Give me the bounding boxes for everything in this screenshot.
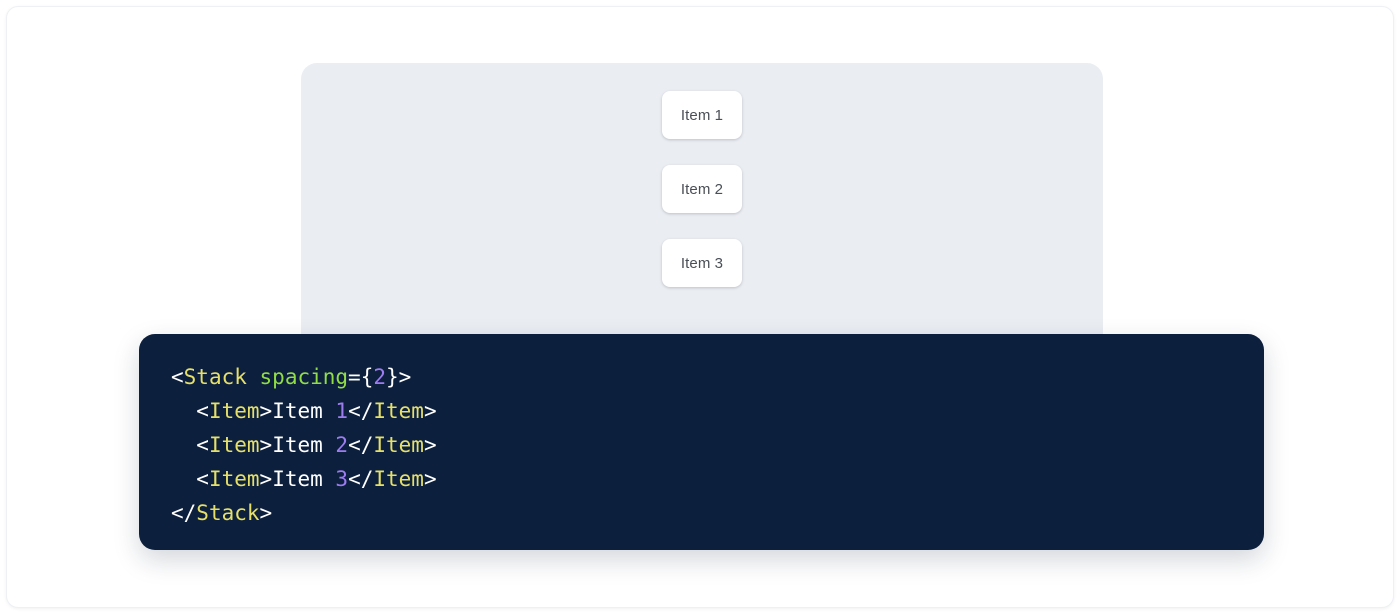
code-token-punct: > bbox=[423, 467, 437, 491]
code-token-punct: }> bbox=[386, 365, 412, 389]
code-token-tag: Stack bbox=[196, 501, 260, 525]
code-token-tag: Item bbox=[208, 433, 260, 457]
code-token-punct: </ bbox=[348, 433, 374, 457]
code-token-text: Item bbox=[272, 467, 336, 491]
code-token-tag: Item bbox=[208, 467, 260, 491]
component-preview-stage: Item 1 Item 2 Item 3 bbox=[301, 63, 1103, 379]
code-token-num: 1 bbox=[335, 399, 349, 423]
stack-item[interactable]: Item 1 bbox=[662, 91, 742, 139]
code-indent bbox=[171, 399, 196, 423]
stack-container: Item 1 Item 2 Item 3 bbox=[301, 91, 1103, 287]
code-token-punct: < bbox=[171, 365, 184, 389]
code-indent bbox=[171, 433, 196, 457]
code-token-tag: Item bbox=[208, 399, 260, 423]
code-token-punct bbox=[247, 365, 260, 389]
code-line: <Item>Item 3</Item> bbox=[171, 462, 437, 496]
code-token-tag: Item bbox=[373, 399, 424, 423]
code-token-num: 3 bbox=[335, 467, 349, 491]
stack-item[interactable]: Item 2 bbox=[662, 165, 742, 213]
code-token-punct: > bbox=[423, 433, 437, 457]
code-line: <Item>Item 1</Item> bbox=[171, 394, 437, 428]
code-token-punct: ={ bbox=[348, 365, 374, 389]
code-token-num: 2 bbox=[335, 433, 349, 457]
code-indent bbox=[171, 467, 196, 491]
code-token-num: 2 bbox=[373, 365, 386, 389]
code-token-text: Item bbox=[272, 433, 336, 457]
code-line: <Stack spacing={2}> bbox=[171, 360, 437, 394]
code-token-punct: > bbox=[259, 467, 273, 491]
code-token-punct: < bbox=[196, 433, 209, 457]
code-token-punct: > bbox=[259, 433, 273, 457]
code-token-text: Item bbox=[272, 399, 336, 423]
stack-item-label: Item 1 bbox=[680, 106, 724, 124]
stack-item-label: Item 2 bbox=[680, 180, 724, 198]
code-block[interactable]: <Stack spacing={2}> <Item>Item 1</Item> … bbox=[171, 360, 437, 530]
code-token-punct: > bbox=[423, 399, 437, 423]
code-token-punct: </ bbox=[171, 501, 197, 525]
code-token-punct: < bbox=[196, 399, 209, 423]
code-token-tag: Item bbox=[373, 467, 424, 491]
code-token-punct: > bbox=[259, 399, 273, 423]
code-token-punct: </ bbox=[348, 467, 374, 491]
stack-item-label: Item 3 bbox=[680, 254, 724, 272]
code-snippet-panel: <Stack spacing={2}> <Item>Item 1</Item> … bbox=[139, 334, 1264, 550]
code-line: <Item>Item 2</Item> bbox=[171, 428, 437, 462]
code-token-tag: Stack bbox=[183, 365, 247, 389]
code-token-punct: < bbox=[196, 467, 209, 491]
code-token-punct: </ bbox=[348, 399, 374, 423]
code-line: </Stack> bbox=[171, 496, 437, 530]
code-token-punct: > bbox=[259, 501, 273, 525]
code-token-tag: Item bbox=[373, 433, 424, 457]
code-token-attr: spacing bbox=[259, 365, 349, 389]
stack-item[interactable]: Item 3 bbox=[662, 239, 742, 287]
